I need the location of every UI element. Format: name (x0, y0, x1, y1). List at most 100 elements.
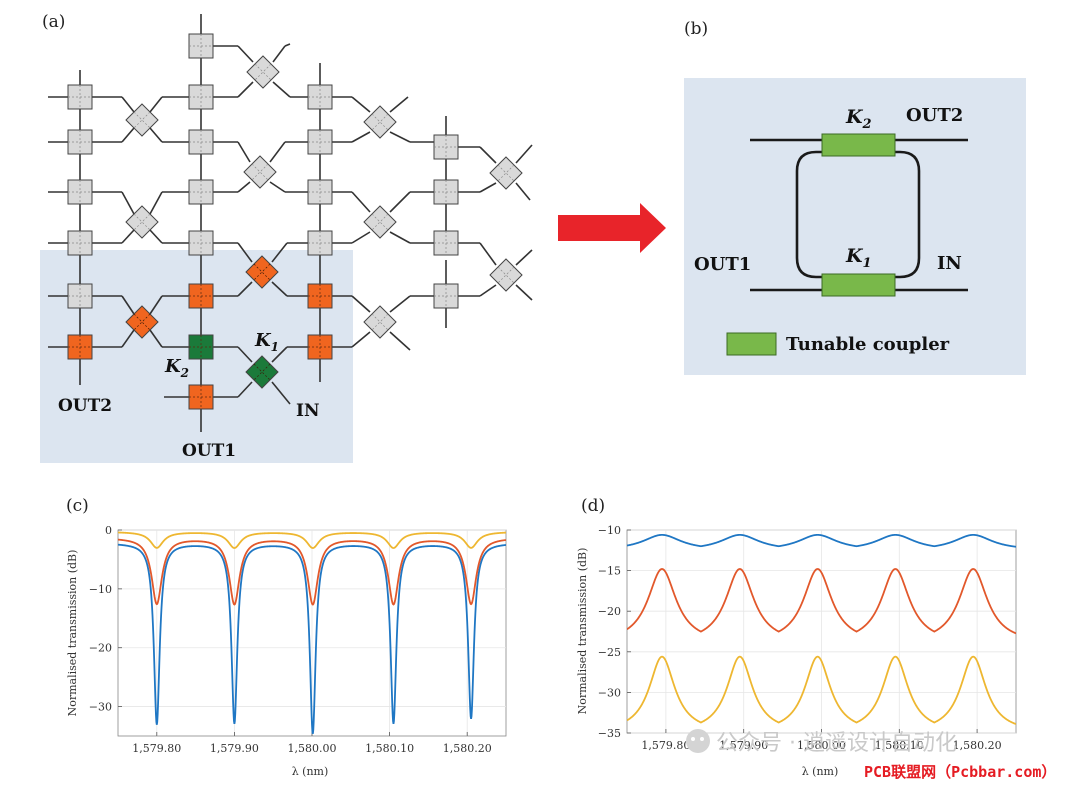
ring-out1-label: OUT1 (694, 254, 751, 275)
waveguide-segment (237, 346, 253, 363)
panel-b: (b) K2 K1 OUT2 OUT1 IN Tunable coupler (684, 19, 1026, 375)
ring-k1-label: K1 (845, 245, 872, 271)
panel-b-label: (b) (684, 19, 708, 39)
waveguide-segment (515, 284, 533, 301)
watermark: 公众号 · 逍遥设计自动化 PCB联盟网（Pcbbar.com） (686, 729, 1056, 781)
waveguide-segment (121, 295, 135, 315)
waveguide-segment (351, 131, 371, 143)
waveguide-segment (351, 331, 371, 348)
mesh-coupler-cell (246, 55, 280, 89)
x-tick-label: 1,580.00 (288, 742, 337, 755)
waveguide-segment (389, 131, 411, 143)
plot-c-ylabel: Normalised transmission (dB) (66, 550, 79, 717)
x-tick-label: 1,580.20 (443, 742, 492, 755)
waveguide-segment (351, 231, 371, 244)
ring-left-arc (795, 150, 822, 279)
waveguide-segment (515, 249, 533, 266)
plot-c-ticks: 1,579.80 1,579.90 1,580.00 1,580.10 1,580.20… (89, 524, 492, 755)
series-line-c-0 (118, 543, 506, 735)
y-tick-label: 0 (105, 524, 112, 537)
y-tick-label: −20 (598, 605, 621, 618)
series-line-d-1 (627, 568, 1016, 635)
wechat-logo-eye-left (691, 737, 695, 741)
y-tick-label: −10 (89, 583, 112, 596)
x-tick-label: 1,579.90 (210, 742, 259, 755)
wechat-watermark-text: 公众号 · 逍遥设计自动化 (716, 731, 957, 756)
series-line-d-0 (627, 533, 1016, 548)
coupler-k2 (821, 133, 896, 157)
red-arrow-icon (558, 203, 666, 253)
waveguide-segment (149, 329, 163, 348)
mesh-cells (67, 33, 523, 410)
waveguide-segment (149, 96, 163, 113)
waveguide-segment (351, 96, 371, 113)
waveguide-segment (121, 329, 135, 348)
waveguide-segment (121, 127, 135, 143)
series-line-d-2 (627, 655, 1016, 725)
wechat-logo-icon (686, 729, 710, 753)
panel-d-label: (d) (581, 496, 605, 516)
plot-d-series (627, 533, 1016, 725)
site-watermark-text: PCB联盟网（Pcbbar.com） (864, 763, 1056, 781)
ring-in-label: IN (937, 253, 962, 274)
waveguide-segment (389, 96, 409, 113)
y-tick-label: −35 (598, 727, 621, 740)
waveguide-segment (479, 182, 497, 193)
waveguide-segment (389, 191, 411, 213)
mesh-k1-label: K1 (254, 330, 279, 354)
waveguide-segment (121, 191, 135, 215)
y-tick-label: −20 (89, 642, 112, 655)
panel-c-label: (c) (66, 496, 89, 516)
ring-right-arc (895, 150, 921, 279)
waveguide-segment (149, 229, 163, 244)
ring-out2-label: OUT2 (906, 105, 963, 126)
waveguide-segment (121, 96, 135, 113)
waveguide-segment (271, 281, 288, 297)
series-line-c-1 (118, 538, 506, 606)
wechat-logo-eye-right (700, 737, 704, 741)
coupler-k1 (821, 273, 896, 297)
waveguide-segment (237, 281, 253, 297)
y-tick-label: −25 (598, 646, 621, 659)
waveguide-segment (237, 242, 253, 263)
y-tick-label: −15 (598, 565, 621, 578)
legend-text: Tunable coupler (786, 334, 950, 355)
waveguide-segment (515, 144, 533, 164)
waveguide-segment (269, 181, 286, 193)
waveguide-segment (269, 141, 286, 163)
plot-c-series (118, 531, 506, 735)
y-tick-label: −10 (598, 524, 621, 537)
panel-c: (c) 1,579.80 1,579.90 1,580.00 1,580.10 1,58… (66, 496, 507, 778)
waveguide-segment (479, 146, 497, 164)
waveguide-segment (272, 81, 291, 98)
x-tick-label: 1,580.10 (365, 742, 414, 755)
waveguide-segment (389, 295, 411, 313)
waveguide-segment (237, 45, 254, 63)
waveguide-segment (121, 229, 135, 244)
y-tick-label: −30 (598, 686, 621, 699)
x-tick-label: 1,580.00 (797, 739, 846, 752)
waveguide-mesh (48, 14, 533, 432)
plot-d-ylabel: Normalised transmission (dB) (576, 548, 589, 715)
mesh-k2-label: K2 (164, 356, 189, 380)
waveguide-segment (237, 141, 251, 163)
series-line-c-2 (118, 531, 506, 549)
waveguide-segment (389, 231, 411, 244)
waveguide-segment (351, 295, 371, 313)
waveguide-segment (479, 242, 497, 266)
x-tick-label: 1,580.10 (875, 739, 924, 752)
waveguide-segment (149, 191, 163, 215)
ring-k2-label: K2 (845, 106, 872, 132)
plot-d-grid (627, 529, 1016, 734)
plot-d-xlabel: λ (nm) (802, 765, 839, 778)
waveguide-segment (272, 45, 286, 63)
mesh-out1-label: OUT1 (182, 441, 236, 461)
x-tick-label: 1,579.80 (132, 742, 181, 755)
waveguide-segment (237, 81, 254, 98)
plot-c-xlabel: λ (nm) (292, 765, 329, 778)
legend-swatch (726, 332, 777, 356)
waveguide-segment (149, 127, 163, 143)
waveguide-segment (284, 43, 291, 47)
